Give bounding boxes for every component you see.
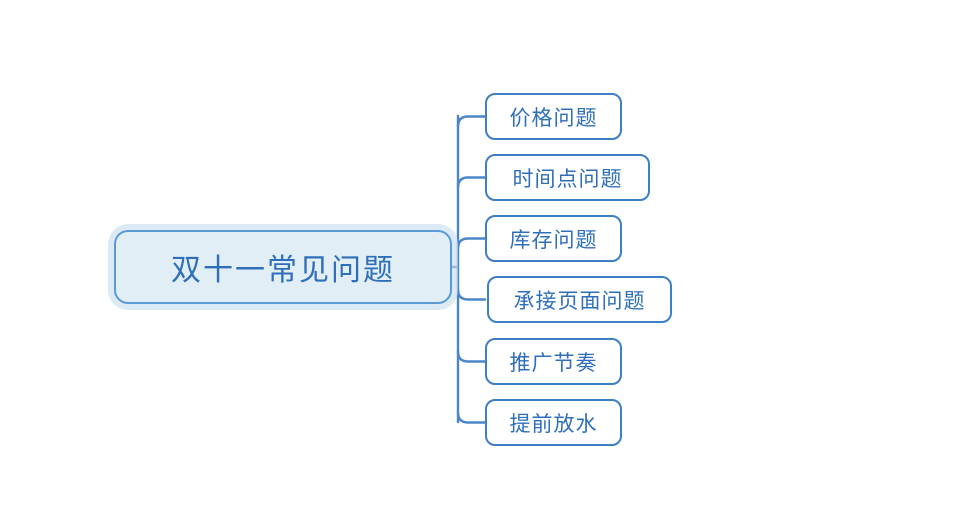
root-node-label: 双十一常见问题: [171, 253, 395, 288]
root-node[interactable]: 双十一常见问题: [114, 230, 452, 304]
child-node-early-release[interactable]: 提前放水: [485, 399, 622, 446]
branch-line-6: [456, 411, 487, 424]
child-node-label: 时间点问题: [512, 166, 623, 191]
child-node-label: 提前放水: [509, 411, 598, 436]
child-node-label: 库存问题: [509, 227, 598, 252]
branch-line-4: [456, 288, 487, 301]
child-node-label: 推广节奏: [509, 350, 598, 375]
child-node-promotion-rhythm[interactable]: 推广节奏: [485, 338, 622, 385]
branch-line-3: [456, 237, 487, 250]
branch-line-2: [456, 176, 487, 189]
branch-line-5: [456, 350, 487, 363]
child-node-label: 承接页面问题: [513, 288, 646, 313]
branch-line-1: [456, 115, 487, 128]
child-node-timing[interactable]: 时间点问题: [485, 154, 650, 201]
child-node-inventory[interactable]: 库存问题: [485, 215, 622, 262]
child-node-landing-page[interactable]: 承接页面问题: [487, 276, 672, 323]
child-node-price[interactable]: 价格问题: [485, 93, 622, 140]
child-node-label: 价格问题: [509, 105, 598, 130]
